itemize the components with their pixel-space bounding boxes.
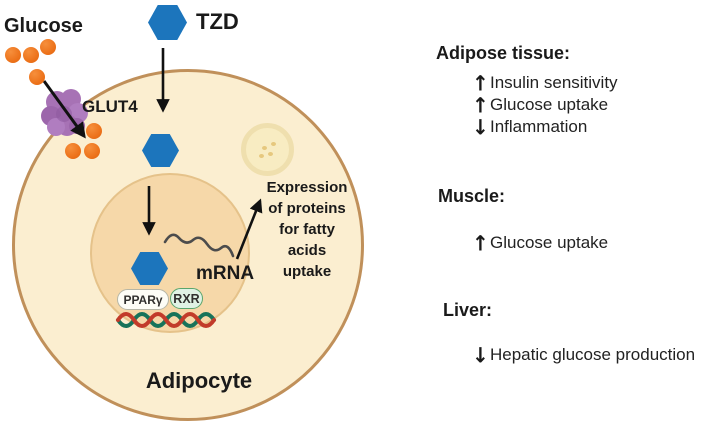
effect-label: Glucose uptake [490,95,609,114]
glut4-label: GLUT4 [82,97,138,116]
effect-item: ↓ Inflammation [472,116,618,138]
glucose-molecule [40,39,56,55]
adipocyte-label: Adipocyte [145,368,253,393]
ppar-gamma-pill: PPARγ [117,289,169,310]
expression-line: for fatty [279,221,335,238]
effect-item: ↑ Glucose uptake [472,232,608,254]
expression-line: of proteins [268,200,346,217]
droplet-speck [262,146,267,150]
expression-line: Expression [266,179,348,196]
tzd-molecule-extracellular [148,5,187,40]
down-arrow-icon: ↓ [472,342,489,368]
glucose-molecule [5,47,21,63]
glucose-molecule [84,143,100,159]
liver-heading: Liver: [443,300,493,320]
tzd-label: TZD [196,9,239,34]
expression-line: acids [287,242,327,259]
expression-annotation: Expression of proteins for fatty acids u… [252,177,362,282]
effect-label: Inflammation [490,117,588,136]
up-arrow-icon: ↑ [472,230,489,256]
up-arrow-icon: ↑ [472,92,489,118]
effect-item: ↓ Hepatic glucose production [472,344,695,366]
effect-label: Glucose uptake [490,233,609,252]
glucose-label: Glucose [4,15,83,37]
tzd-molecule-nucleus [131,252,168,285]
expression-line: uptake [282,263,332,280]
glucose-molecule [65,143,81,159]
effect-label: Insulin sensitivity [490,73,618,92]
effect-item: ↑ Glucose uptake [472,94,618,116]
droplet-speck [268,152,273,156]
muscle-heading: Muscle: [438,186,506,206]
rxr-pill: RXR [170,288,203,309]
glucose-molecule [86,123,102,139]
effect-label: Hepatic glucose production [490,345,696,364]
adipose-tissue-items: ↑ Insulin sensitivity ↑ Glucose uptake ↓… [472,72,618,138]
muscle-items: ↑ Glucose uptake [472,232,608,254]
glucose-molecule [29,69,45,85]
tzd-molecule-cytoplasm [142,134,179,167]
mrna-label: mRNA [196,263,255,284]
droplet-speck [271,142,276,146]
adipose-tissue-heading: Adipose tissue: [436,43,571,63]
liver-items: ↓ Hepatic glucose production [472,344,695,366]
glucose-molecule [23,47,39,63]
droplet-speck [259,154,264,158]
effect-item: ↑ Insulin sensitivity [472,72,618,94]
up-arrow-icon: ↑ [472,70,489,96]
cell-nucleus [90,173,250,333]
lipid-droplet [241,123,294,176]
down-arrow-icon: ↓ [472,114,489,140]
